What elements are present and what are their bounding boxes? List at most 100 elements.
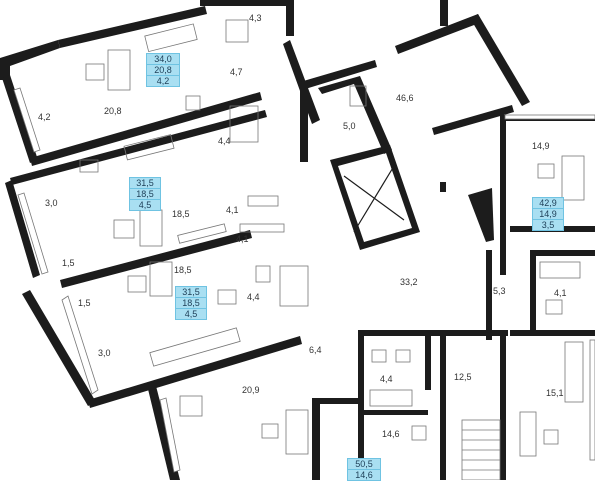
shaft-cross bbox=[353, 165, 395, 233]
stove bbox=[217, 289, 237, 305]
wall bbox=[358, 330, 364, 480]
room-area: 20,9 bbox=[242, 385, 260, 395]
stairs bbox=[461, 419, 501, 480]
window bbox=[589, 339, 595, 461]
wall bbox=[432, 105, 514, 135]
room-area: 5,0 bbox=[343, 121, 356, 131]
toilet bbox=[225, 19, 249, 43]
table bbox=[79, 159, 99, 173]
total-area: 31,5 bbox=[130, 178, 160, 189]
room-area: 1,5 bbox=[62, 258, 75, 268]
wall bbox=[530, 250, 536, 330]
kitchen-counter bbox=[144, 23, 198, 53]
wall bbox=[470, 14, 530, 106]
wall bbox=[0, 40, 60, 66]
toilet bbox=[255, 265, 271, 283]
column bbox=[440, 182, 446, 192]
room-area: 4,4 bbox=[218, 136, 231, 146]
wall bbox=[88, 336, 302, 408]
fixtures bbox=[79, 19, 585, 457]
wall bbox=[358, 330, 508, 336]
window bbox=[61, 295, 99, 395]
wall bbox=[500, 330, 506, 480]
living-area: 18,5 bbox=[130, 189, 160, 200]
sofa bbox=[107, 49, 131, 91]
wall bbox=[300, 60, 377, 90]
total-area: 34,0 bbox=[147, 54, 179, 65]
wall bbox=[425, 330, 431, 390]
window bbox=[17, 192, 49, 275]
room-area: 14,9 bbox=[532, 141, 550, 151]
sofa bbox=[519, 411, 537, 457]
wall bbox=[440, 0, 448, 26]
toilet bbox=[185, 95, 201, 111]
bed bbox=[561, 155, 585, 201]
kitchen-area: 4,5 bbox=[138, 200, 152, 210]
wall bbox=[300, 82, 308, 162]
room-area: 4,4 bbox=[247, 292, 260, 302]
window bbox=[504, 114, 595, 120]
window bbox=[13, 87, 41, 153]
wall bbox=[2, 75, 38, 163]
kitchen-counter bbox=[123, 134, 175, 161]
sofa bbox=[285, 409, 309, 455]
wall bbox=[312, 398, 320, 480]
room-area: 4,3 bbox=[249, 13, 262, 23]
wall bbox=[440, 330, 446, 480]
wall bbox=[22, 290, 96, 406]
wall bbox=[30, 92, 262, 166]
room-area: 4,1 bbox=[226, 205, 239, 215]
apartment-badge: 31,5 18,5 4,5 bbox=[129, 177, 161, 211]
room-area: 3,0 bbox=[98, 348, 111, 358]
room-area: 3,0 bbox=[45, 198, 58, 208]
wall bbox=[10, 110, 267, 185]
total-area: 31,5 bbox=[176, 287, 206, 298]
kitchen-area: 4,2 bbox=[156, 76, 170, 86]
apartment-badge: 42,9 14,9 3,5 bbox=[532, 197, 564, 231]
total-area: 42,9 bbox=[533, 198, 563, 209]
windows bbox=[13, 87, 595, 473]
table bbox=[179, 395, 203, 417]
bathtub bbox=[279, 265, 309, 307]
wall bbox=[530, 250, 595, 256]
total-area: 50,5 bbox=[348, 459, 380, 470]
kitchen-counter bbox=[564, 341, 584, 403]
wall bbox=[468, 188, 494, 242]
wall bbox=[312, 398, 362, 404]
room-area: 18,5 bbox=[172, 209, 190, 219]
wall bbox=[358, 410, 428, 415]
room-area: 4,1 bbox=[236, 234, 249, 244]
sink bbox=[395, 349, 411, 363]
room-area: 46,6 bbox=[396, 93, 414, 103]
room-area: 4,7 bbox=[230, 67, 243, 77]
window bbox=[159, 397, 181, 473]
room-area: 14,6 bbox=[382, 429, 400, 439]
table bbox=[537, 163, 555, 179]
kitchen-counter bbox=[149, 327, 241, 367]
bed bbox=[139, 209, 163, 247]
living-area: 14,6 bbox=[355, 470, 373, 480]
wall bbox=[5, 180, 40, 278]
toilet bbox=[371, 349, 387, 363]
room-area: 20,8 bbox=[104, 106, 122, 116]
shelf bbox=[247, 195, 279, 207]
wall bbox=[500, 115, 506, 275]
room-labels: 20,8 4,2 4,3 4,7 46,6 5,0 4,4 3,0 18,5 4… bbox=[38, 13, 567, 439]
bathtub bbox=[369, 389, 413, 407]
apartment-badge: 34,0 20,8 4,2 bbox=[146, 53, 180, 87]
wall bbox=[0, 58, 10, 80]
room-area: 33,2 bbox=[400, 277, 418, 287]
kitchen-area: 4,5 bbox=[184, 309, 198, 319]
room-area: 5,3 bbox=[493, 286, 506, 296]
living-area: 14,9 bbox=[533, 209, 563, 220]
table bbox=[85, 63, 105, 81]
wall bbox=[395, 14, 482, 54]
wall bbox=[286, 0, 294, 36]
room-area: 18,5 bbox=[174, 265, 192, 275]
wall bbox=[58, 6, 207, 48]
table bbox=[113, 219, 135, 239]
sofa bbox=[149, 261, 173, 297]
room-area: 4,2 bbox=[38, 112, 51, 122]
room-area: 1,5 bbox=[78, 298, 91, 308]
